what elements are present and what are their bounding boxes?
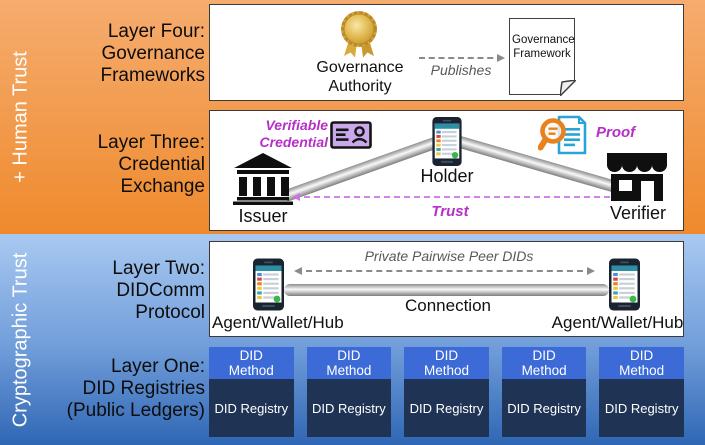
did-stack-1: DID Method DID Registry: [209, 347, 294, 437]
verifier-storefront-icon: [607, 153, 667, 201]
peer-dids-arrow: [294, 267, 595, 275]
agent-phone-right-icon: [609, 258, 640, 311]
did-stack-3: DID Method DID Registry: [404, 347, 489, 437]
did-registry-body: DID Registry: [501, 379, 587, 437]
did-registry-body: DID Registry: [599, 379, 684, 437]
did-method-header: DID Method: [404, 347, 489, 379]
publishes-arrow: [419, 54, 505, 62]
agent-phone-left-icon: [253, 258, 284, 311]
connection-tube: [284, 284, 609, 296]
governance-framework-label: Governance Framework: [512, 34, 575, 60]
issuer-bank-icon: [233, 153, 293, 205]
layer-three-box: Trust Issuer Verifiable Credential: [209, 110, 684, 231]
trust-label: Trust: [431, 203, 469, 220]
document-fold-corner-icon: [559, 79, 576, 96]
connection-label: Connection: [404, 296, 491, 315]
trust-arrow: [292, 193, 650, 201]
governance-framework-document-icon: Governance Framework: [509, 18, 576, 96]
layer-two-label: Layer Two: DIDComm Protocol: [112, 258, 205, 323]
verifiable-credential-label: Verifiable Credential: [259, 117, 328, 150]
publishes-label: Publishes: [430, 62, 492, 78]
did-registry-body: DID Registry: [209, 379, 294, 437]
proof-magnifier-document-icon: [538, 115, 587, 155]
governance-authority-label: Governance Authority: [316, 59, 404, 95]
verifier-label: Verifier: [609, 203, 667, 223]
agent-wallet-hub-left-label: Agent/Wallet/Hub: [212, 313, 344, 332]
layer-three-label: Layer Three: Credential Exchange: [97, 132, 205, 197]
did-method-header: DID Method: [501, 347, 587, 379]
did-method-header: DID Method: [209, 347, 294, 379]
layer-two-box: Private Pairwise Peer DIDs Connection Ag…: [209, 241, 684, 337]
verifiable-credential-card-icon: [330, 121, 372, 149]
did-stack-4: DID Method DID Registry: [501, 347, 587, 437]
issuer-label: Issuer: [238, 206, 288, 226]
did-registry-body: DID Registry: [306, 379, 392, 437]
did-stack-5: DID Method DID Registry: [599, 347, 684, 437]
layer-one-label: Layer One: DID Registries (Public Ledger…: [66, 356, 205, 421]
agent-wallet-hub-right-label: Agent/Wallet/Hub: [551, 313, 684, 332]
did-stack-2: DID Method DID Registry: [306, 347, 392, 437]
layer-one-row: DID Method DID Registry DID Method DID R…: [209, 347, 684, 437]
peer-dids-label: Private Pairwise Peer DIDs: [364, 248, 534, 264]
holder-phone-icon: [432, 117, 462, 166]
did-method-header: DID Method: [306, 347, 392, 379]
layer-four-box: Governance Authority Publishes Governanc…: [209, 4, 684, 101]
holder-label: Holder: [420, 166, 474, 186]
did-registry-body: DID Registry: [404, 379, 489, 437]
layer-four-label: Layer Four: Governance Frameworks: [100, 21, 205, 86]
governance-authority-medal-icon: [341, 11, 377, 58]
did-method-header: DID Method: [599, 347, 684, 379]
proof-label: Proof: [596, 124, 636, 141]
